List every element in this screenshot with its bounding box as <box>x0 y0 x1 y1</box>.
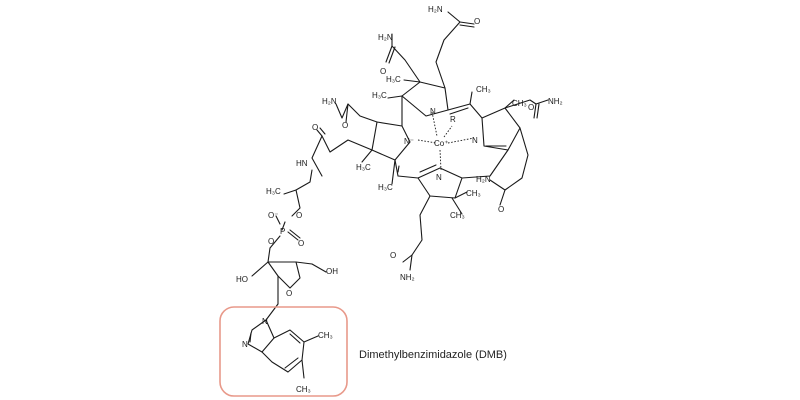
atom-h2n-top: H₂N <box>428 5 443 14</box>
atom-n-ring-b: N <box>430 107 436 116</box>
atom-n-ring-c: N <box>472 136 478 145</box>
atom-o-left: O <box>342 121 348 130</box>
atom-o-ribose: O <box>286 289 292 298</box>
atom-h2n-upper-left: H₂N <box>378 33 393 42</box>
dmb-bonds <box>247 319 319 379</box>
atom-o-minus: O⁻ <box>268 211 278 220</box>
atom-ho: HO <box>236 275 248 284</box>
atom-nh2-right: NH₂ <box>548 97 563 106</box>
atom-n-minus: N⁻ <box>404 137 414 146</box>
atom-hn: HN <box>296 159 308 168</box>
atom-h3c-ring-b-2: H₃C <box>372 91 387 100</box>
atom-n-ring-d: N <box>436 173 442 182</box>
cobalt-coordination <box>417 111 475 171</box>
dmb-highlight-box <box>219 306 348 397</box>
atom-o-top: O <box>474 17 480 26</box>
atom-n-dmb-1: N <box>262 317 268 326</box>
atom-labels: H₂N O H₂N O H₃C H₃C CH₃ CH₃ NH₂ O H₂N O … <box>236 5 563 394</box>
atom-nh2-lower: NH₂ <box>400 273 415 282</box>
atom-ch3-dmb-2: CH₃ <box>296 385 311 394</box>
atom-o-lower: O <box>390 251 396 260</box>
atom-phosphorus: P <box>280 227 285 236</box>
atom-n-dmb-2: N <box>242 340 248 349</box>
atom-h2n-left: H₂N <box>322 97 337 106</box>
atom-oh: OH <box>326 267 338 276</box>
atom-h2n-lower-right: H₂N <box>476 175 491 184</box>
atom-h3c-ring-a: H₃C <box>356 163 371 172</box>
atom-ch3-ring-d-2: CH₃ <box>450 211 465 220</box>
atom-cobalt: Co⁺ <box>434 139 448 148</box>
atom-h3c-meso-left: H₃C <box>378 183 393 192</box>
atom-ch3-dmb-1: CH₃ <box>318 331 333 340</box>
atom-ch3-ring-c: CH₃ <box>512 99 527 108</box>
atom-o-lower-right: O <box>498 205 504 214</box>
atom-h3c-chain: H₃C <box>266 187 281 196</box>
atom-o-amide: O <box>312 123 318 132</box>
atom-o-phosphate: O <box>298 239 304 248</box>
atom-o-right: O <box>528 103 534 112</box>
atom-h3c-ring-b: H₃C <box>386 75 401 84</box>
atom-r: R <box>450 115 456 124</box>
atom-ch3-meso-top: CH₃ <box>476 85 491 94</box>
atom-o-ester: O <box>296 211 302 220</box>
atom-o-upper-left: O <box>380 67 386 76</box>
side-chain-bonds <box>251 11 549 321</box>
atom-o-phosphate-2: O <box>268 237 274 246</box>
dmb-caption: Dimethylbenzimidazole (DMB) <box>359 349 507 361</box>
atom-ch3-ring-d: CH₃ <box>466 189 481 198</box>
